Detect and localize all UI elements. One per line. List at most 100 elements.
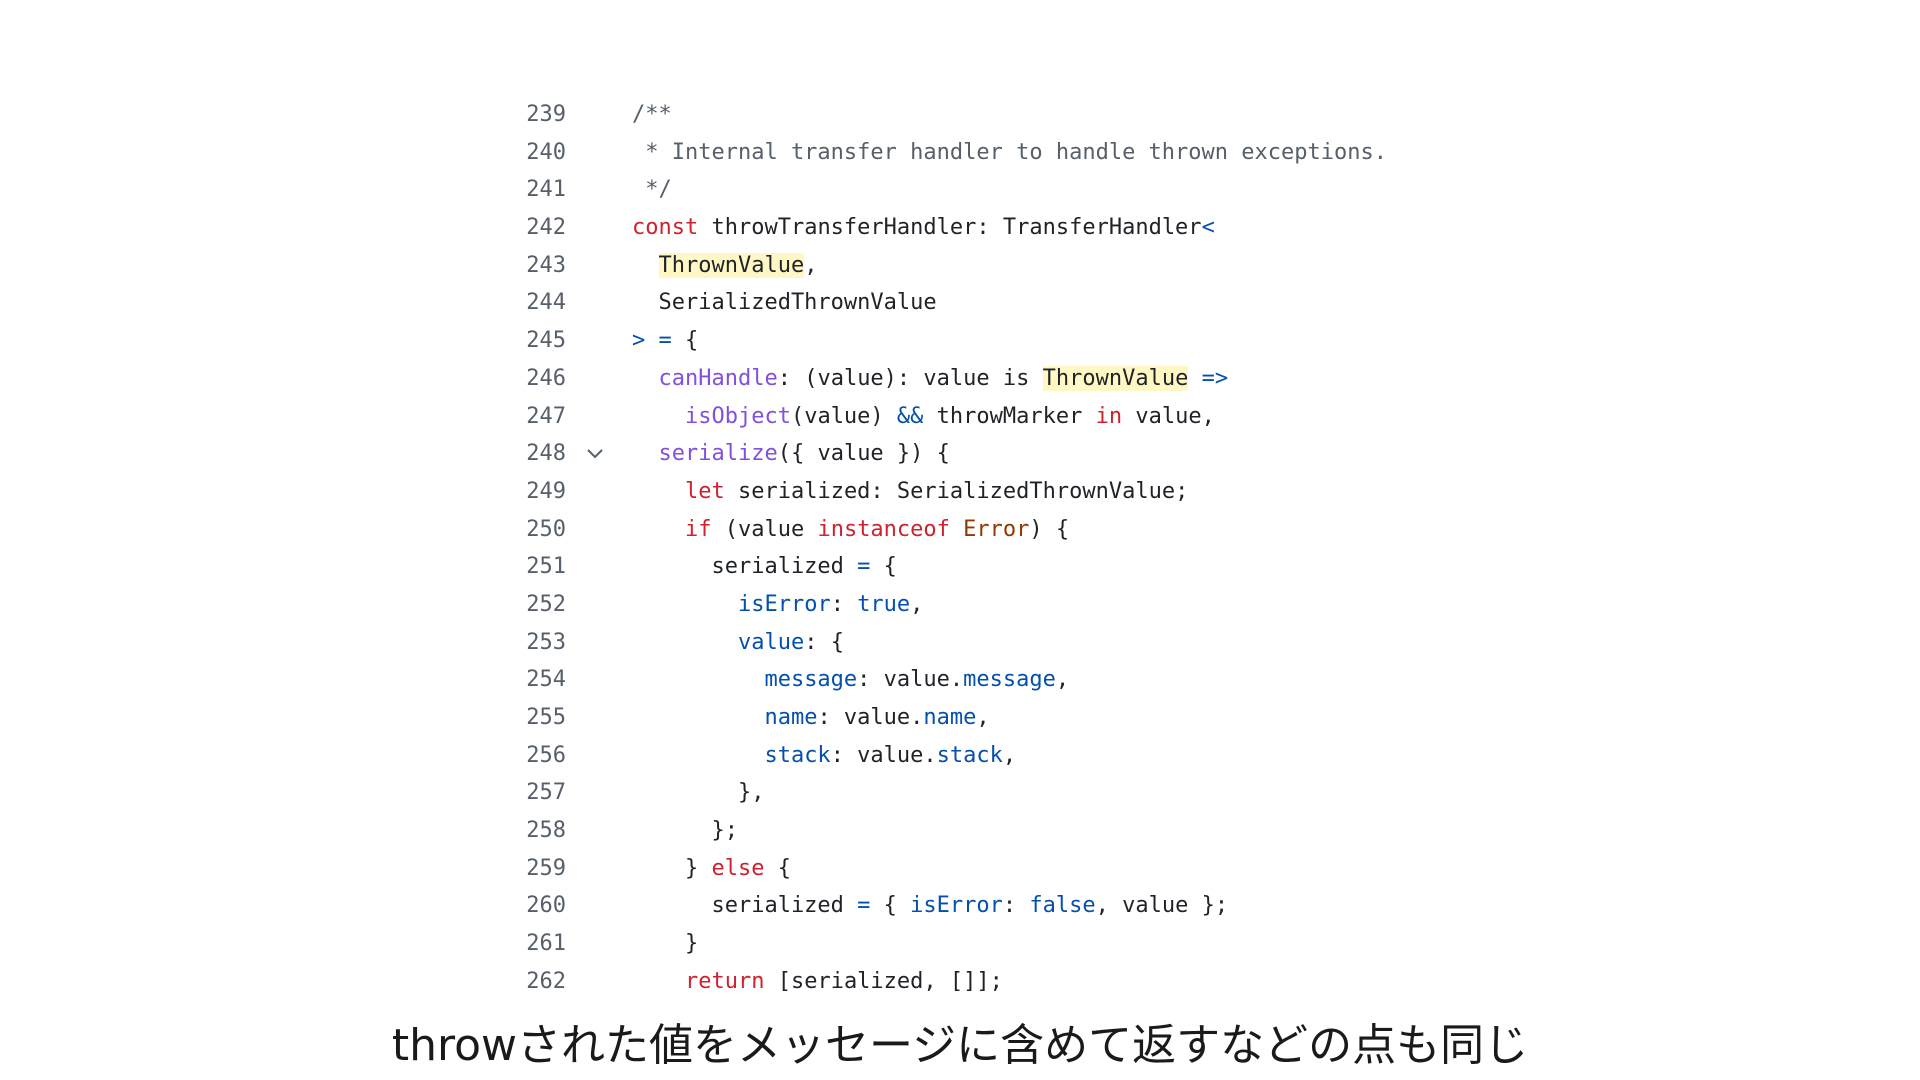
code-line: 258 }; bbox=[500, 812, 1500, 850]
code-token: if bbox=[684, 516, 712, 542]
code-token: Error bbox=[963, 516, 1030, 542]
code-token: /** bbox=[632, 102, 672, 127]
code-token: serialized bbox=[632, 893, 858, 919]
code-token: stack bbox=[764, 742, 831, 768]
line-number[interactable]: 259 bbox=[526, 855, 566, 881]
code-token bbox=[632, 705, 764, 730]
code-token: instanceof bbox=[817, 516, 950, 542]
code-token bbox=[632, 592, 738, 617]
line-number[interactable]: 256 bbox=[526, 742, 566, 768]
code-text: message: value.message, bbox=[632, 661, 1069, 699]
code-token: (value bbox=[711, 516, 818, 542]
line-number[interactable]: 247 bbox=[526, 403, 566, 429]
code-text: serialized = { isError: false, value }; bbox=[632, 887, 1228, 925]
code-text: */ bbox=[632, 171, 672, 209]
code-text: let serialized: SerializedThrownValue; bbox=[632, 473, 1188, 511]
code-token bbox=[632, 517, 685, 542]
line-number[interactable]: 250 bbox=[526, 516, 566, 542]
code-text: value: { bbox=[632, 624, 844, 662]
code-token: let bbox=[684, 478, 725, 504]
line-number[interactable]: 248 bbox=[526, 441, 566, 467]
line-number[interactable]: 249 bbox=[526, 478, 566, 504]
code-token: isError bbox=[910, 893, 1003, 919]
line-number[interactable]: 255 bbox=[526, 705, 566, 730]
code-line: 239 /** bbox=[500, 96, 1500, 134]
code-token: > = bbox=[632, 328, 672, 354]
code-token: && bbox=[896, 403, 924, 429]
line-number[interactable]: 246 bbox=[526, 365, 566, 391]
line-number[interactable]: 253 bbox=[526, 629, 566, 655]
line-number[interactable]: 241 bbox=[526, 177, 566, 203]
line-number[interactable]: 262 bbox=[526, 968, 566, 994]
code-token: * Internal transfer handler to handle th… bbox=[632, 139, 1387, 165]
code-text: return [serialized, []]; bbox=[632, 963, 1003, 1001]
code-text: * Internal transfer handler to handle th… bbox=[632, 134, 1387, 172]
code-line: 252 isError: true, bbox=[500, 586, 1500, 624]
code-text: } bbox=[632, 925, 698, 963]
code-line: 251 serialized = { bbox=[500, 548, 1500, 586]
code-text: const throwTransferHandler: TransferHand… bbox=[632, 209, 1215, 247]
code-token: , value }; bbox=[1095, 893, 1229, 919]
code-text: ThrownValue, bbox=[632, 247, 817, 285]
code-block: 239 /** 240 * Internal transfer handler to… bbox=[500, 96, 1500, 1001]
code-line: 261 } bbox=[500, 925, 1500, 963]
code-token: isError bbox=[737, 591, 831, 617]
line-number[interactable]: 252 bbox=[526, 591, 566, 617]
code-token: serialized bbox=[632, 554, 858, 580]
code-token: } bbox=[632, 931, 699, 957]
code-line: 254 message: value.message, bbox=[500, 661, 1500, 699]
line-number[interactable]: 240 bbox=[526, 139, 566, 165]
code-token bbox=[632, 969, 685, 994]
code-token: = bbox=[857, 554, 871, 580]
code-token: ({ value }) { bbox=[777, 441, 950, 467]
code-text: isObject(value) && throwMarker in value, bbox=[632, 398, 1215, 436]
code-token bbox=[632, 479, 685, 504]
code-token: value, bbox=[1122, 403, 1215, 429]
chevron-down-icon[interactable] bbox=[586, 448, 604, 460]
code-line: 244 SerializedThrownValue bbox=[500, 284, 1500, 322]
code-token: (value) bbox=[790, 403, 897, 429]
code-text: stack: value.stack, bbox=[632, 737, 1016, 775]
code-token: , bbox=[1055, 667, 1070, 693]
line-number[interactable]: 239 bbox=[526, 102, 566, 127]
code-token: => bbox=[1201, 365, 1229, 391]
code-text: }, bbox=[632, 774, 765, 812]
code-token: true bbox=[857, 591, 911, 617]
highlighted-token: ThrownValue bbox=[658, 252, 805, 278]
code-token: : { bbox=[804, 629, 844, 655]
line-number[interactable]: 251 bbox=[526, 554, 566, 580]
code-token: message bbox=[963, 667, 1056, 693]
line-number[interactable]: 244 bbox=[526, 290, 566, 316]
code-line: 240 * Internal transfer handler to handl… bbox=[500, 134, 1500, 172]
code-token: = bbox=[857, 893, 871, 919]
code-line: 262 return [serialized, []]; bbox=[500, 963, 1500, 1001]
code-text: SerializedThrownValue bbox=[632, 284, 936, 322]
code-token bbox=[632, 667, 764, 692]
code-token: : value. bbox=[857, 667, 964, 693]
code-line: 245> = { bbox=[500, 322, 1500, 360]
code-token: ) { bbox=[1029, 516, 1070, 542]
code-token: : (value): value is bbox=[777, 365, 1043, 391]
line-number[interactable]: 242 bbox=[526, 215, 566, 241]
code-token: , bbox=[910, 591, 924, 617]
code-line: 243 ThrownValue, bbox=[500, 247, 1500, 285]
code-token: serialize bbox=[658, 441, 778, 467]
line-number[interactable]: 254 bbox=[526, 667, 566, 693]
line-number[interactable]: 258 bbox=[526, 818, 566, 844]
code-token: } bbox=[632, 855, 712, 881]
code-token: isObject bbox=[684, 403, 791, 429]
code-token: serialized: SerializedThrownValue; bbox=[724, 478, 1189, 504]
code-line: 256 stack: value.stack, bbox=[500, 737, 1500, 775]
line-number[interactable]: 260 bbox=[526, 893, 566, 919]
code-token bbox=[1188, 366, 1201, 391]
line-number[interactable]: 243 bbox=[526, 252, 566, 278]
line-number[interactable]: 261 bbox=[526, 931, 566, 957]
line-number[interactable]: 245 bbox=[526, 328, 566, 354]
code-line: 257 }, bbox=[500, 774, 1500, 812]
code-token: }; bbox=[632, 818, 738, 844]
code-token: else bbox=[711, 855, 765, 881]
code-line: 247 isObject(value) && throwMarker in va… bbox=[500, 398, 1500, 436]
code-token: { bbox=[870, 554, 897, 580]
line-number[interactable]: 257 bbox=[526, 780, 566, 806]
code-token bbox=[632, 630, 738, 655]
